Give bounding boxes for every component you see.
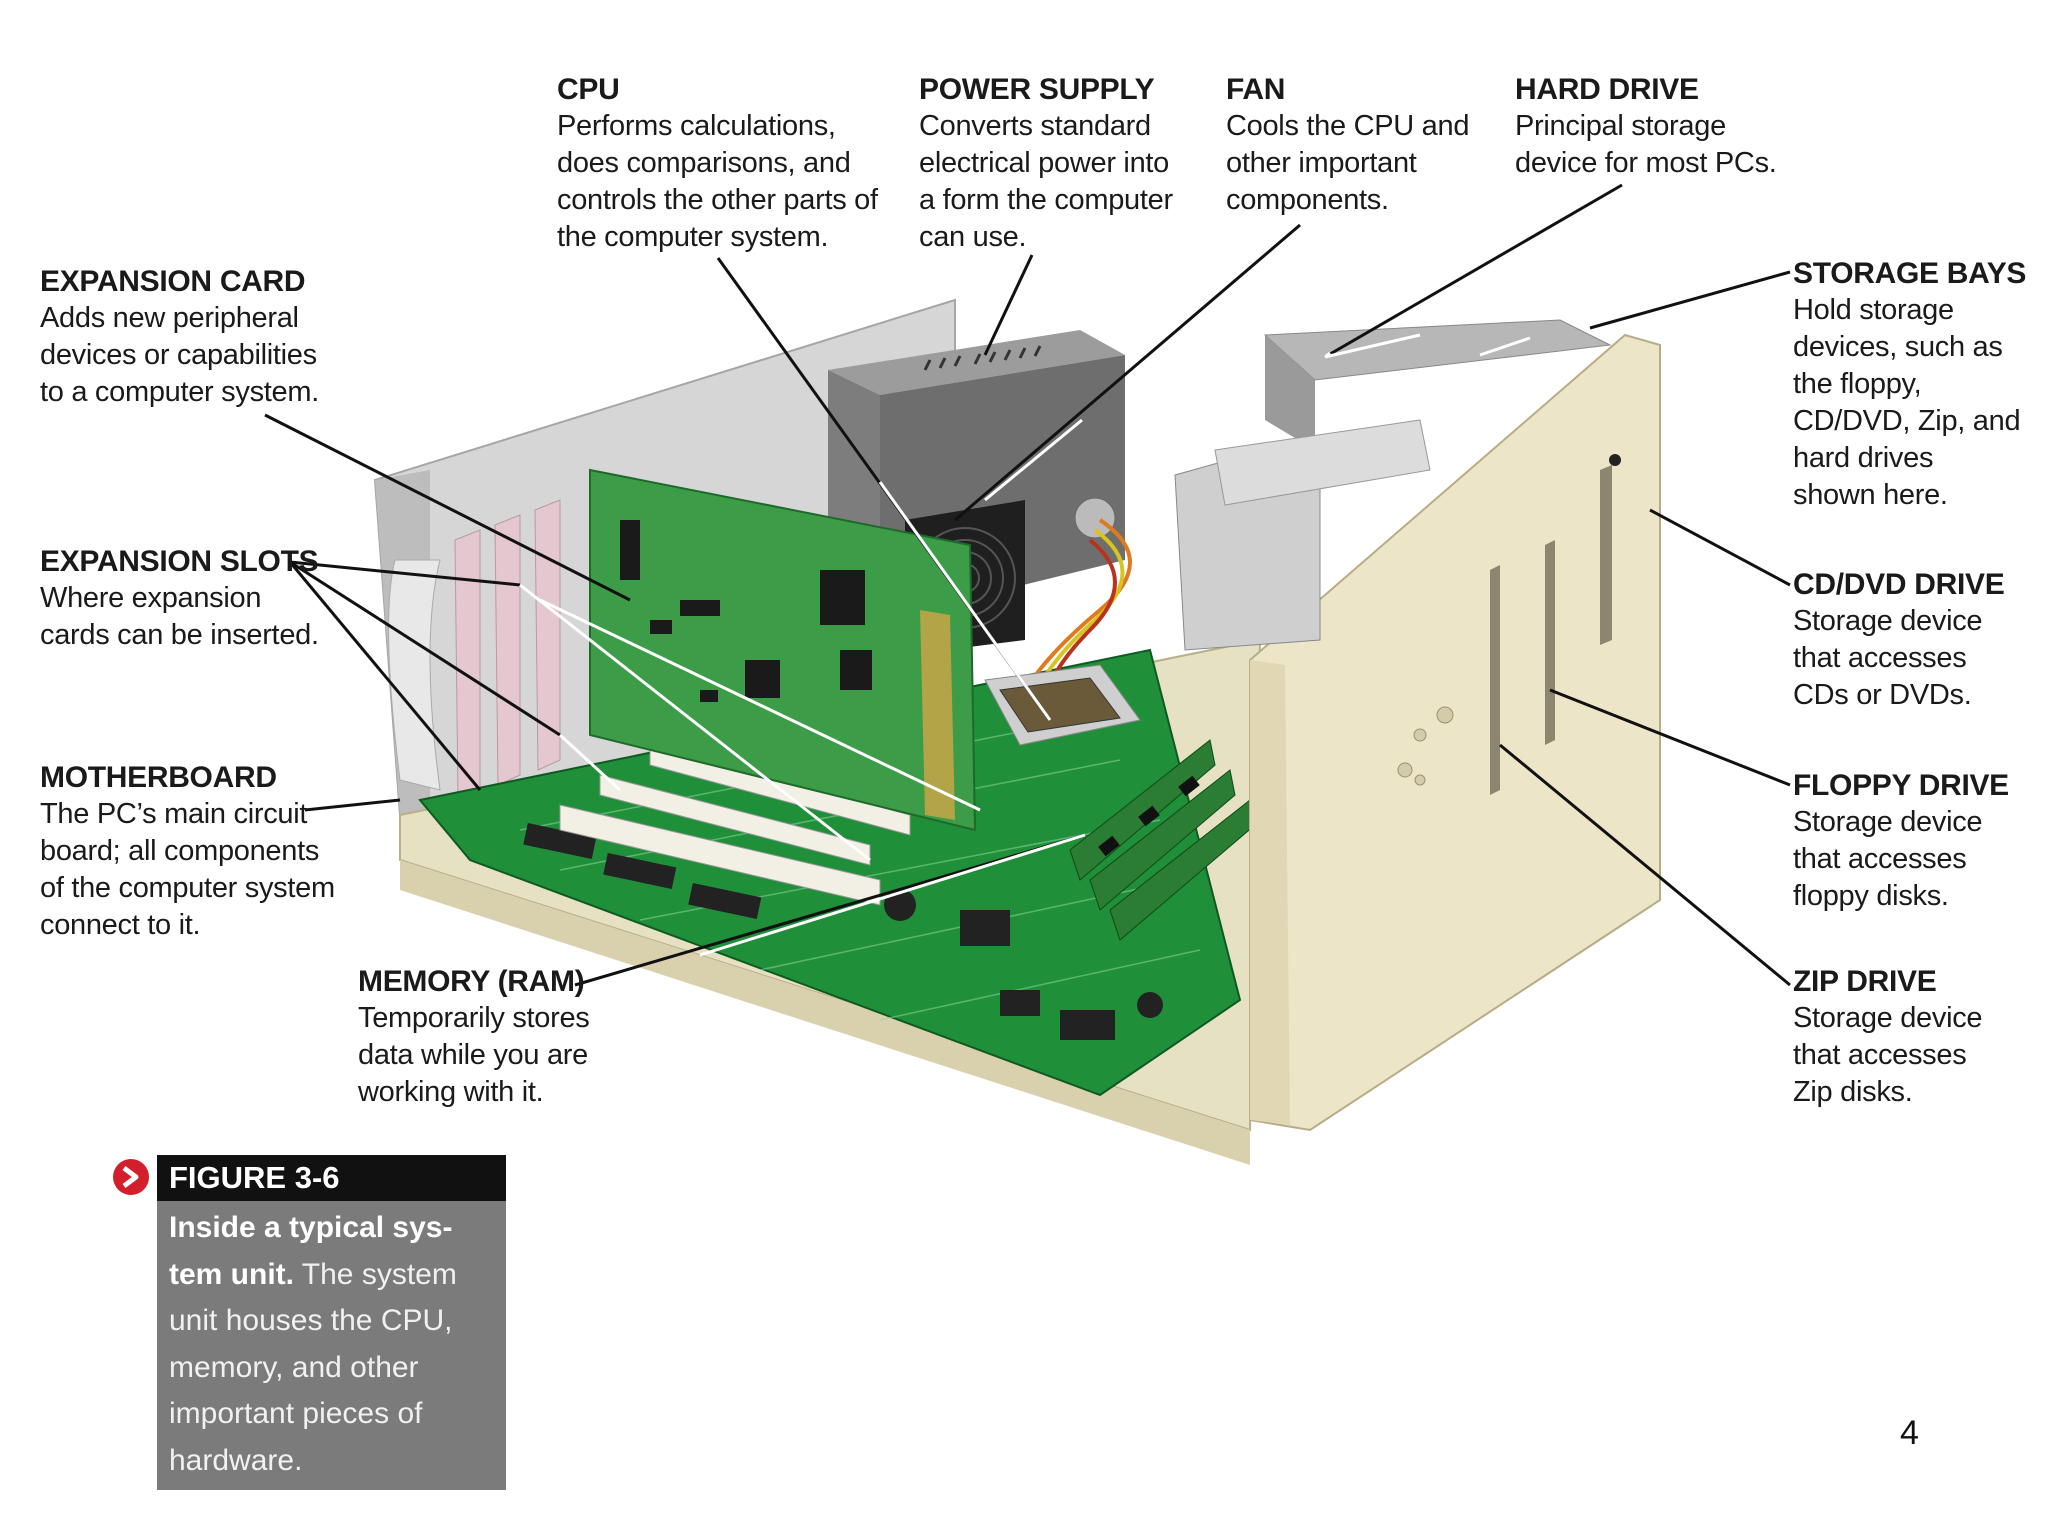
memory-label-title: MEMORY (RAM) [358, 965, 585, 998]
memory-label: MEMORY (RAM) Temporarily stores data whi… [358, 964, 590, 1111]
figure-caption-bold: tem unit. [169, 1257, 294, 1291]
power-supply-label-line: can use. [919, 221, 1027, 253]
expansion-slots-label-line: cards can be inserted. [40, 619, 319, 651]
storage-bay-metal-side [1265, 335, 1315, 450]
zip-drive-label: ZIP DRIVE Storage device that accesses Z… [1793, 964, 1983, 1111]
storage-bays-label-line: Hold storage [1793, 294, 1954, 326]
figure-arrow-icon [113, 1159, 149, 1195]
motherboard-label-line: of the computer system [40, 872, 335, 904]
zip-drive-label-title: ZIP DRIVE [1793, 965, 1937, 998]
zip-drive-label-line: Zip disks. [1793, 1076, 1913, 1108]
cd-dvd-drive-label-line: that accesses [1793, 642, 1967, 674]
cd-dvd-drive-label-line: CDs or DVDs. [1793, 679, 1972, 711]
cpu-label-title: CPU [557, 73, 620, 106]
expansion-card-label-line: to a computer system. [40, 376, 319, 408]
cd-dvd-drive-label-title: CD/DVD DRIVE [1793, 568, 2005, 601]
slot-covers [454, 499, 561, 801]
floppy-drive-label-title: FLOPPY DRIVE [1793, 769, 2009, 802]
expansion-slots-label-title: EXPANSION SLOTS [40, 545, 319, 578]
memory-label-line: working with it. [358, 1076, 544, 1108]
cpu-label-line: does comparisons, and [557, 147, 851, 179]
power-supply-vents [923, 345, 1042, 371]
storage-bays-label-line: hard drives [1793, 442, 1934, 474]
fan-label-title: FAN [1226, 73, 1286, 106]
power-supply-label-line: Converts standard [919, 110, 1151, 142]
figure-caption: Inside a typical sys- tem unit. The syst… [157, 1201, 506, 1490]
floppy-drive-label-line: that accesses [1793, 843, 1967, 875]
case-front-bezel [1250, 660, 1290, 1125]
drive-bay-bracket [1214, 419, 1431, 506]
case-floor-lip [400, 860, 1250, 1165]
expansion-card-components [620, 520, 872, 702]
zip-drive-label-line: that accesses [1793, 1039, 1967, 1071]
cd-dvd-drive-label-line: Storage device [1793, 605, 1983, 637]
expansion-slots-label-line: Where expansion [40, 582, 262, 614]
fan-label-line: Cools the CPU and [1226, 110, 1470, 142]
front-panel-buttons [1397, 706, 1454, 786]
ram-modules [1069, 739, 1256, 941]
cd-dvd-drive-label: CD/DVD DRIVE Storage device that accesse… [1793, 567, 2005, 714]
motherboard-label-line: board; all components [40, 835, 320, 867]
expansion-card-label-line: Adds new peripheral [40, 302, 299, 334]
figure-caption-bold: Inside a typical sys- [169, 1211, 453, 1244]
zip-drive-label-line: Storage device [1793, 1002, 1983, 1034]
storage-bays-label: STORAGE BAYS Hold storage devices, such … [1793, 256, 2026, 514]
case-curved-edge [388, 559, 441, 791]
motherboard-label-line: The PC’s main circuit [40, 798, 308, 830]
cpu-label-line: the computer system. [557, 221, 829, 253]
figure-caption-text: The system [294, 1257, 457, 1291]
motherboard-label: MOTHERBOARD The PC’s main circuit board;… [40, 760, 335, 944]
power-supply-label-title: POWER SUPPLY [919, 73, 1155, 106]
hard-drive-label-line: Principal storage [1515, 110, 1726, 142]
expansion-card-label-title: EXPANSION CARD [40, 265, 306, 298]
expansion-card-board [589, 468, 977, 832]
power-supply-label-line: electrical power into [919, 147, 1169, 179]
fan-label-line: other important [1226, 147, 1417, 179]
figure-caption-box: FIGURE 3-6 Inside a typical sys- tem uni… [157, 1155, 506, 1490]
expansion-slots-label: EXPANSION SLOTS Where expansion cards ca… [40, 544, 319, 654]
storage-bay-metal-top [1263, 319, 1612, 381]
floppy-drive-label: FLOPPY DRIVE Storage device that accesse… [1793, 768, 2009, 915]
figure-caption-line: important pieces of [169, 1397, 423, 1430]
leader-line-highlights [519, 333, 1531, 957]
motherboard-chips [523, 822, 1163, 1040]
memory-label-line: data while you are [358, 1039, 588, 1071]
figure-caption-line: hardware. [169, 1443, 303, 1477]
floppy-drive-label-line: Storage device [1793, 806, 1983, 838]
expansion-card-label-line: devices or capabilities [40, 339, 317, 371]
cpu-label-line: controls the other parts of [557, 184, 878, 216]
motherboard-label-line: connect to it. [40, 909, 201, 941]
power-supply-label-line: a form the computer [919, 184, 1173, 216]
power-switch [1074, 497, 1116, 539]
floppy-drive-label-line: floppy disks. [1793, 880, 1949, 912]
cpu-label: CPU Performs calculations, does comparis… [557, 72, 878, 256]
front-drive-slots [1490, 465, 1612, 795]
storage-bays-label-title: STORAGE BAYS [1793, 257, 2027, 290]
hard-drive-label-title: HARD DRIVE [1515, 73, 1699, 106]
storage-bays-label-line: devices, such as [1793, 331, 2003, 363]
figure-number: FIGURE 3-6 [157, 1155, 506, 1201]
storage-bays-label-line: shown here. [1793, 479, 1948, 511]
figure-caption-line: unit houses the CPU, [169, 1304, 453, 1337]
fan-label-line: components. [1226, 184, 1389, 216]
expansion-card-label: EXPANSION CARD Adds new peripheral devic… [40, 264, 319, 411]
cpu-label-line: Performs calculations, [557, 110, 836, 142]
storage-bays-label-line: the floppy, [1793, 368, 1922, 400]
figure-caption-line: memory, and other [169, 1350, 419, 1384]
storage-bays-label-line: CD/DVD, Zip, and [1793, 405, 2021, 437]
memory-label-line: Temporarily stores [358, 1002, 590, 1034]
power-supply-label: POWER SUPPLY Converts standard electrica… [919, 72, 1173, 256]
figure-caption-line: tem unit. The system [169, 1252, 496, 1299]
hard-drive-label: HARD DRIVE Principal storage device for … [1515, 72, 1777, 182]
hard-drive-label-line: device for most PCs. [1515, 147, 1777, 179]
front-panel-led [1609, 454, 1621, 466]
page-number: 4 [1900, 1414, 1919, 1452]
motherboard-label-title: MOTHERBOARD [40, 761, 277, 794]
fan-label: FAN Cools the CPU and other important co… [1226, 72, 1469, 219]
expansion-card-edge-connector [920, 610, 955, 820]
figure-caption-line: Inside a typical sys- [169, 1205, 496, 1252]
